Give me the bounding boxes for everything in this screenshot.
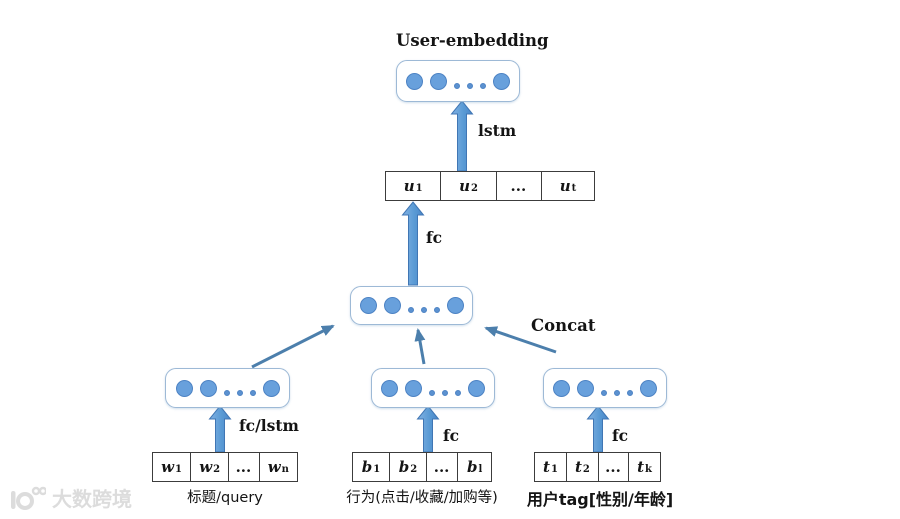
neuron-dot (199, 379, 217, 397)
table-cell-ellipsis: ... (229, 453, 260, 481)
diagram-title: User-embedding (396, 31, 549, 50)
fc-arrow-middle (416, 405, 440, 453)
ellipsis-dot (455, 389, 461, 396)
concat-arrow-middle (414, 328, 426, 365)
neuron-dot (493, 72, 510, 90)
neuron-dot (553, 379, 570, 397)
ellipsis-dot (601, 389, 607, 396)
user-tag-vector-box (543, 368, 667, 408)
title-query-vector-box (165, 368, 290, 408)
neuron-dot (359, 297, 377, 314)
fc-arrow-left (208, 405, 232, 453)
neuron-dot (446, 297, 464, 314)
ellipsis-dot (467, 82, 473, 89)
table-cell-ellipsis: ... (497, 172, 543, 200)
watermark-logo-icon (11, 486, 46, 510)
table-cell-ellipsis: ... (599, 453, 630, 481)
neuron-dot (175, 379, 193, 397)
neuron-dot (406, 72, 423, 90)
ellipsis-dot (223, 389, 230, 396)
concat-arrow-left (251, 324, 335, 369)
user-embedding-vector-box (396, 60, 520, 102)
fc-label-middle: fc (443, 426, 460, 445)
ellipsis-dot (433, 307, 440, 313)
ellipsis-dot (454, 82, 460, 89)
table-cell-ellipsis: ... (427, 453, 459, 481)
ellipsis-dot (407, 307, 414, 313)
neuron-dot (383, 297, 401, 314)
neuron-dot (381, 379, 398, 397)
input-label-user-tag: 用户tag[性别/年龄] (526, 490, 674, 509)
neuron-dot (468, 379, 485, 397)
fc-label-top: fc (426, 228, 443, 247)
neuron-dot (640, 379, 657, 397)
ellipsis-dot (420, 307, 427, 313)
ellipsis-dot (627, 389, 633, 396)
fc-lstm-label-left: fc/lstm (239, 416, 299, 435)
fc-arrow-right (586, 405, 610, 453)
neuron-dot (262, 379, 280, 397)
concat-vector-box (350, 286, 473, 325)
input-label-title-query: 标题/query (187, 490, 263, 506)
ellipsis-dot (442, 389, 448, 396)
lstm-arrow (450, 100, 474, 172)
fc-arrow-top (401, 201, 425, 286)
ellipsis-dot (480, 82, 486, 89)
ellipsis-dot (236, 389, 243, 396)
neuron-dot (430, 72, 447, 90)
watermark: 大数跨境 (10, 483, 132, 512)
neuron-dot (577, 379, 594, 397)
ellipsis-dot (614, 389, 620, 396)
concat-label: Concat (531, 316, 596, 335)
ellipsis-dot (249, 389, 256, 396)
neuron-dot (405, 379, 422, 397)
fc-label-right: fc (612, 426, 629, 445)
input-label-behavior: 行为(点击/收藏/加购等) (346, 490, 498, 506)
lstm-label: lstm (478, 121, 517, 140)
ellipsis-dot (429, 389, 435, 396)
watermark-text: 大数跨境 (52, 487, 132, 511)
behavior-vector-box (371, 368, 495, 408)
